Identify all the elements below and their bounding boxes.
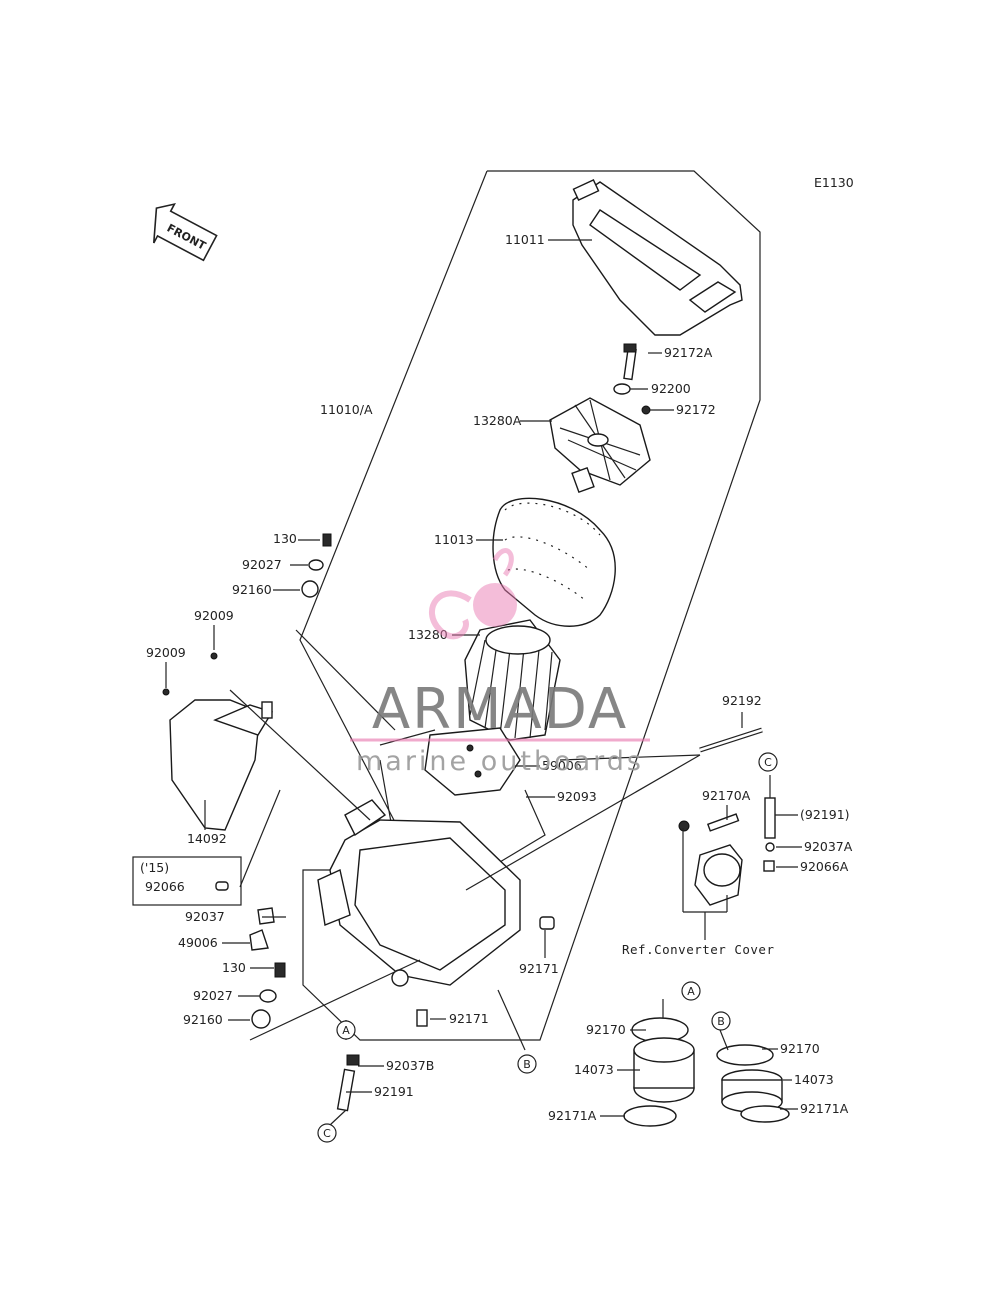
fitting-92066a [763, 860, 775, 872]
label-14073-left: 14073 [574, 1062, 614, 1077]
clamp-92037b [346, 1054, 360, 1066]
watermark-logo-icon [428, 548, 517, 640]
duct-14073-left [633, 1037, 695, 1103]
label-92027-bottom: 92027 [193, 988, 233, 1003]
clamp-92037 [257, 907, 275, 925]
label-92171a-right: 92171A [800, 1101, 849, 1116]
front-arrow-icon: FRONT [152, 202, 218, 262]
label-92009-b: 92009 [146, 645, 186, 660]
clip-92037a [765, 842, 775, 852]
label-11010a: 11010/A [320, 402, 373, 417]
screw-92009-b [162, 688, 170, 696]
label-49006: 49006 [178, 935, 218, 950]
washer-92027-top [308, 559, 324, 571]
side-cover-14092 [169, 699, 274, 831]
watermark-brand: ARMADA [372, 677, 628, 742]
callout-c-bottom: C [317, 1123, 337, 1143]
filter-frame-13280a [549, 397, 651, 494]
label-59006: 59006 [542, 758, 582, 773]
converter-cover [678, 813, 743, 906]
label-92171a-left: 92171A [548, 1108, 597, 1123]
label-92066a: 92066A [800, 859, 849, 874]
clamp-92171-low [416, 1009, 428, 1027]
clamp-49006 [249, 929, 269, 951]
label-92037a: 92037A [804, 839, 853, 854]
label-92037: 92037 [185, 909, 225, 924]
grommet-92160-bottom [251, 1009, 271, 1029]
label-130-top: 130 [273, 531, 297, 546]
label-92191: 92191 [374, 1084, 414, 1099]
callout-b-right: B [711, 1011, 731, 1031]
label-13280: 13280 [408, 627, 448, 642]
label-92192: 92192 [722, 693, 762, 708]
air-cleaner-cover [572, 178, 743, 336]
watermark: ARMADA marine outboards [350, 548, 650, 777]
label-92170a: 92170A [702, 788, 751, 803]
screw-92009-a [210, 652, 218, 660]
label-14092: 14092 [187, 831, 227, 846]
clamp-92171a-right [740, 1105, 790, 1123]
svg-text:A: A [342, 1024, 350, 1037]
label-92172: 92172 [676, 402, 716, 417]
hose-92191-ref [764, 797, 776, 839]
label-92170-right: 92170 [780, 1041, 820, 1056]
label-92172a: 92172A [664, 345, 713, 360]
airbox-housing [317, 799, 521, 987]
label-92171-right: 92171 [519, 961, 559, 976]
label-92093: 92093 [557, 789, 597, 804]
bolt-92172a [623, 343, 637, 381]
diagram-code: E1130 [814, 175, 854, 190]
hose-92191 [336, 1068, 356, 1112]
label-92191-ref: (92191) [800, 807, 850, 822]
duct-14073-right [721, 1069, 783, 1113]
callout-a-left: A [336, 1020, 356, 1040]
label-130-bottom: 130 [222, 960, 246, 975]
clamp-92171-right [539, 916, 555, 930]
label-92170-left: 92170 [586, 1022, 626, 1037]
callout-c-top: C [758, 752, 778, 772]
svg-text:B: B [717, 1015, 725, 1028]
clip-92066 [215, 881, 229, 891]
screw-92172 [641, 405, 651, 415]
watermark-tagline: marine outboards [356, 746, 644, 777]
leader-lines [165, 239, 802, 1126]
svg-text:B: B [523, 1058, 531, 1071]
bolt-130-bottom [274, 962, 286, 978]
label-92171-low: 92171 [449, 1011, 489, 1026]
label-11011: 11011 [505, 232, 545, 247]
year-note: ('15) [140, 860, 169, 875]
bolt-130-top [322, 533, 332, 547]
label-92160-top: 92160 [232, 582, 272, 597]
label-92160-bottom: 92160 [183, 1012, 223, 1027]
callout-a-right: A [681, 981, 701, 1001]
year-note-box [132, 856, 242, 906]
label-13280a: 13280A [473, 413, 522, 428]
reference-note: Ref.Converter Cover [622, 942, 775, 957]
filter-element-11013 [492, 497, 616, 627]
label-14073-right: 14073 [794, 1072, 834, 1087]
label-92027-top: 92027 [242, 557, 282, 572]
clamp-92171a-left [623, 1105, 677, 1127]
filter-cage-13280 [464, 619, 561, 741]
label-11013: 11013 [434, 532, 474, 547]
clamp-92170-right [716, 1044, 774, 1066]
grommet-92160-top [301, 580, 319, 598]
callout-b-left: B [517, 1054, 537, 1074]
label-92066: 92066 [145, 879, 185, 894]
label-92037b: 92037B [386, 1058, 434, 1073]
label-92200: 92200 [651, 381, 691, 396]
assembly-outline [299, 170, 761, 1041]
washer-92027-bottom [259, 989, 277, 1003]
label-92009-a: 92009 [194, 608, 234, 623]
svg-text:C: C [764, 756, 772, 769]
svg-text:A: A [687, 985, 695, 998]
washer-92200 [613, 383, 631, 395]
gasket-59006 [424, 727, 521, 796]
svg-text:C: C [323, 1127, 331, 1140]
